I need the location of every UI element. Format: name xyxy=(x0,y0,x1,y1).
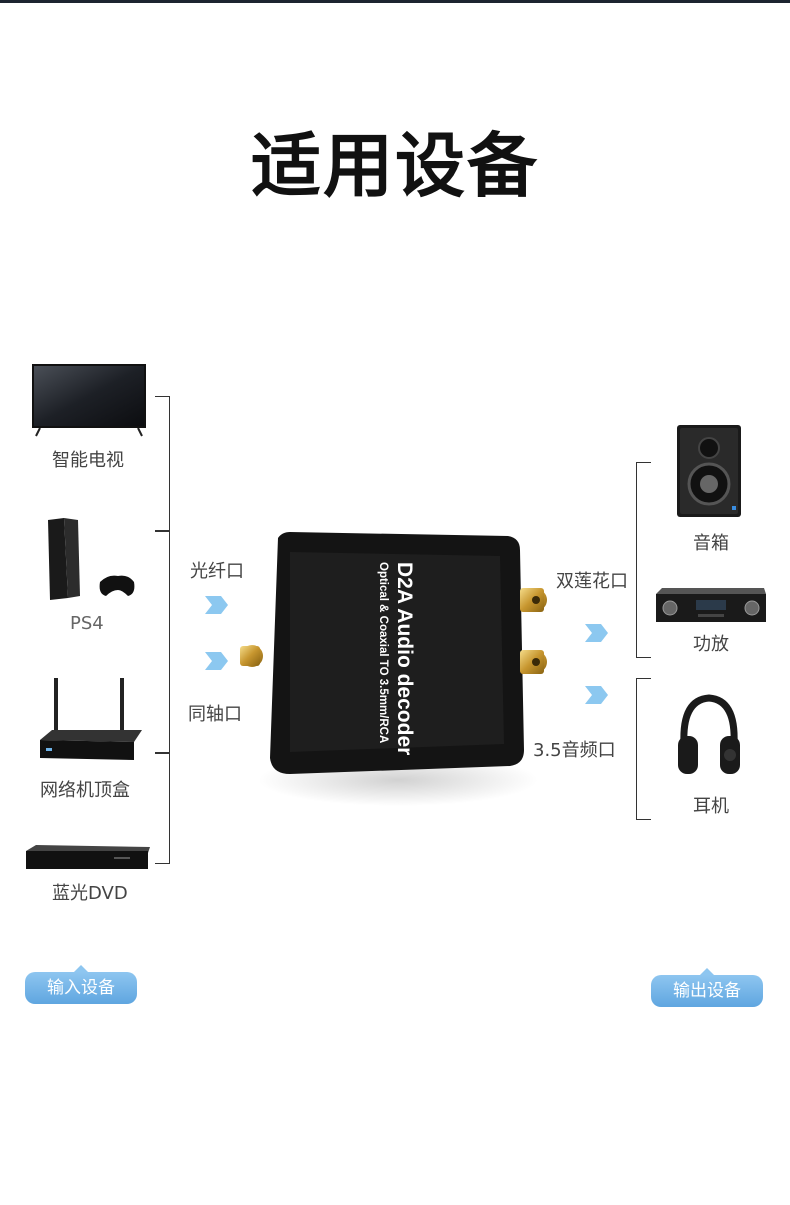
input-bracket-tick xyxy=(155,752,169,754)
top-border xyxy=(0,0,790,3)
smart-tv-icon xyxy=(32,364,146,437)
device-label-smart-tv: 智能电视 xyxy=(52,450,124,471)
decoder-device-image: D2A Audio decoder Optical & Coaxial TO 3… xyxy=(240,532,547,806)
jack-port-label: 3.5音频口 xyxy=(533,740,616,761)
input-bracket-tick xyxy=(155,530,169,532)
device-label-amplifier: 功放 xyxy=(693,634,729,655)
page-title: 适用设备 xyxy=(251,125,539,207)
arrow-right-icon xyxy=(585,624,608,642)
arrow-right-icon xyxy=(585,686,608,704)
speaker-icon xyxy=(677,425,741,517)
arrow-right-icon xyxy=(205,652,228,670)
optical-port-label: 光纤口 xyxy=(190,561,244,582)
router-box-icon xyxy=(40,678,142,760)
amplifier-icon xyxy=(656,588,766,622)
output-bracket-top xyxy=(636,462,651,658)
game-console-icon xyxy=(48,518,135,600)
device-label-bluray: 蓝光DVD xyxy=(52,883,128,904)
rca-port-label: 双莲花口 xyxy=(556,571,628,592)
product-subtitle: Optical & Coaxial TO 3.5mm/RCA xyxy=(377,562,389,743)
device-label-ps4: PS4 xyxy=(70,613,104,634)
output-devices-badge: 输出设备 xyxy=(651,968,763,1007)
input-devices-badge: 输入设备 xyxy=(25,965,137,1004)
output-bracket-bottom xyxy=(636,678,651,820)
headphones-icon xyxy=(678,694,740,774)
arrow-right-icon xyxy=(205,596,228,614)
product-name: D2A Audio decoder xyxy=(393,562,416,755)
device-label-speaker: 音箱 xyxy=(693,533,729,554)
bluray-player-icon xyxy=(26,845,150,869)
coaxial-port-label: 同轴口 xyxy=(188,704,242,725)
input-bracket xyxy=(155,396,170,864)
device-label-headphones: 耳机 xyxy=(693,796,729,817)
device-label-set-top-box: 网络机顶盒 xyxy=(40,780,130,801)
